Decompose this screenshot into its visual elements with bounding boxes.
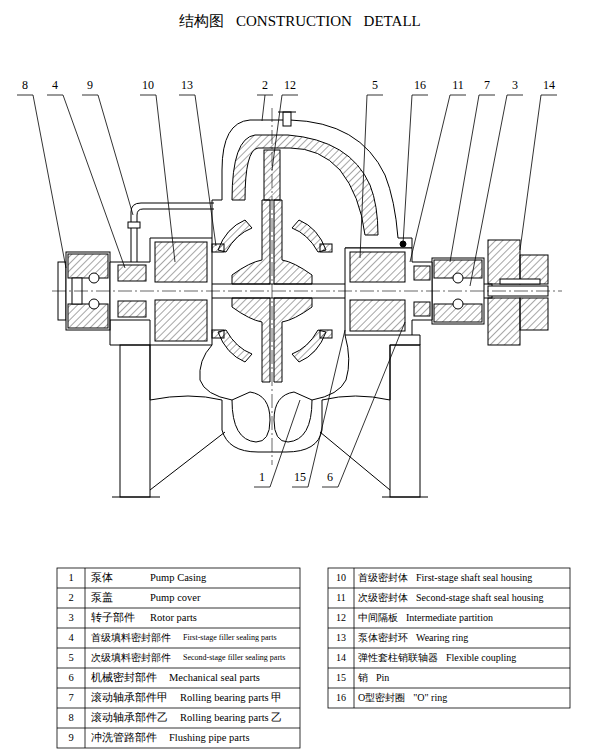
drawing-title: 结构图 CONSTRUCTION DETALL: [179, 12, 420, 30]
table-number: 5: [68, 652, 73, 665]
table-number: 13: [336, 632, 346, 644]
callout-number: 16: [414, 78, 426, 92]
table-name-cn: 销: [358, 672, 368, 684]
seal-housing-right: [345, 241, 432, 335]
table-name-cn: O型密封圈: [358, 692, 405, 704]
table-name-en: Intermediate partition: [406, 612, 493, 624]
table-name-cn: 次级密封体: [358, 592, 408, 604]
table-name-cn: 次级填料密封部件: [91, 652, 171, 664]
pump-section: [52, 108, 562, 497]
pump-casing: [110, 320, 428, 497]
table-number: 15: [336, 672, 346, 684]
table-number: 3: [68, 612, 73, 625]
table-name-en: Rolling bearing parts 甲: [180, 692, 282, 705]
table-name-en: Second-stage filler sealing parts: [183, 653, 285, 663]
parts-table: [57, 568, 570, 748]
flushing-pipe: [128, 203, 214, 262]
table-name-cn: 转子部件: [91, 612, 135, 625]
table-number: 2: [68, 592, 73, 605]
table-number: 14: [336, 652, 346, 664]
callout-number: 1: [259, 470, 265, 484]
table-number: 12: [336, 612, 346, 624]
center-line: [272, 108, 273, 465]
table-number: 4: [68, 632, 73, 645]
table-number: 7: [68, 692, 73, 705]
table-name-en: First-stage shaft seal housing: [416, 572, 532, 584]
callout-number: 2: [262, 78, 268, 92]
table-name-en: Pin: [376, 672, 389, 684]
table-number: 9: [68, 732, 73, 745]
table-name-en: Second-stage shaft seal housing: [416, 592, 543, 604]
table-number: 11: [336, 592, 346, 604]
coupling: [488, 240, 548, 345]
table-name-en: Pump cover: [150, 592, 200, 605]
table-name-en: Flushing pipe parts: [169, 732, 250, 745]
table-name-cn: 首级填料密封部件: [91, 632, 171, 644]
callout-number: 4: [52, 78, 58, 92]
callout-number: 8: [22, 78, 28, 92]
callout-number: 11: [452, 78, 464, 92]
callout-number: 6: [327, 470, 333, 484]
table-name-cn: 中间隔板: [358, 612, 398, 624]
table-number: 6: [68, 672, 73, 685]
table-name-cn: 首级密封体: [358, 572, 408, 584]
callout-number: 13: [181, 78, 193, 92]
table-name-cn: 泵体: [91, 572, 113, 585]
table-name-en: Mechanical seal parts: [169, 672, 260, 685]
table-name-cn: 机械密封部件: [91, 672, 157, 685]
table-name-en: "O" ring: [413, 692, 447, 704]
table-name-cn: 泵体密封环: [358, 632, 408, 644]
table-number: 8: [68, 712, 73, 725]
table-number: 16: [336, 692, 346, 704]
leader-lines: [17, 95, 557, 487]
callout-number: 5: [372, 78, 378, 92]
table-number: 1: [68, 572, 73, 585]
table-name-en: Wearing ring: [416, 632, 468, 644]
table-name-cn: 泵盖: [91, 592, 113, 605]
center-line: [52, 291, 562, 292]
table-name-en: First-stage filler sealing parts: [183, 633, 277, 643]
table-name-cn: 滚动轴承部件乙: [91, 712, 168, 725]
table-name-en: Flexible coupling: [446, 652, 516, 664]
table-name-cn: 滚动轴承部件甲: [91, 692, 168, 705]
callout-number: 14: [543, 78, 555, 92]
table-number: 10: [336, 572, 346, 584]
table-name-cn: 弹性套柱销联轴器: [358, 652, 438, 664]
callout-number: 3: [512, 78, 518, 92]
callout-number: 15: [294, 470, 306, 484]
callout-number: 7: [484, 78, 490, 92]
table-name-en: Pump Casing: [150, 572, 206, 585]
table-name-cn: 冲洗管路部件: [91, 732, 157, 745]
callout-number: 9: [87, 78, 93, 92]
table-name-en: Rotor parts: [150, 612, 197, 625]
table-name-en: Rolling bearing parts 乙: [180, 712, 282, 725]
callout-number: 10: [142, 78, 154, 92]
seal-housing-left: [110, 238, 212, 345]
callout-number: 12: [284, 78, 296, 92]
